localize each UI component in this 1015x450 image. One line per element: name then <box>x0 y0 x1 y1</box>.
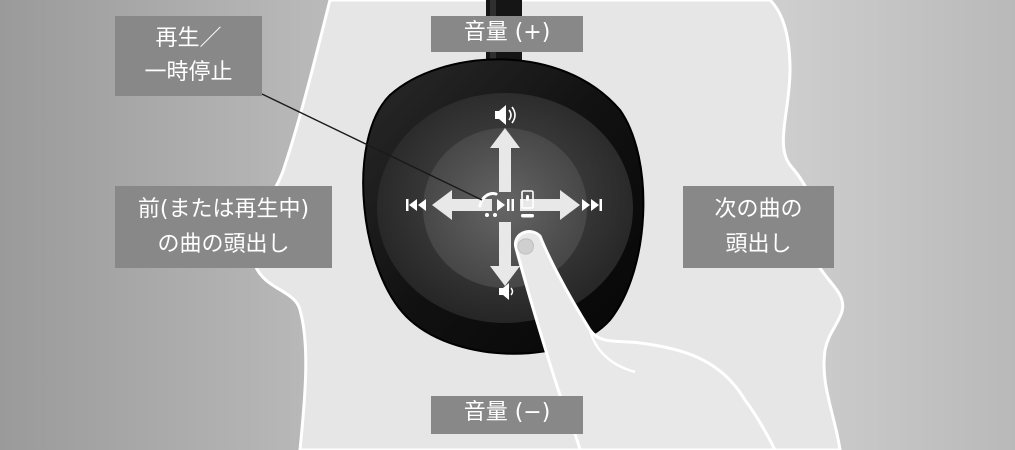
skip-forward-icon <box>582 199 602 211</box>
next-track-label: 次の曲の 頭出し <box>683 186 834 268</box>
arrow-right <box>520 190 580 220</box>
previous-track-label: 前(または再生中) の曲の頭出し <box>115 186 332 268</box>
volume-down-label: 音量 (−) <box>431 396 583 434</box>
previous-track-label-line1: 前(または再生中) <box>137 197 310 222</box>
previous-track-label-line2: の曲の頭出し <box>157 232 290 257</box>
play-pause-icon <box>497 199 514 211</box>
finger-icon <box>513 230 777 450</box>
play-pause-label-line1: 再生／ <box>155 26 222 51</box>
skip-back-icon <box>406 199 426 211</box>
arrow-left <box>432 190 492 220</box>
arrow-up <box>490 128 520 192</box>
speaker-plus-icon <box>495 105 516 125</box>
phone-voice-icon <box>521 190 534 218</box>
volume-up-label-text: 音量 (+) <box>463 20 551 45</box>
volume-up-label: 音量 (+) <box>431 16 583 52</box>
volume-down-label-text: 音量 (−) <box>463 400 551 425</box>
play-pause-label-line2: 一時停止 <box>144 60 233 85</box>
next-track-label-line2: 頭出し <box>725 232 792 257</box>
play-pause-label: 再生／ 一時停止 <box>115 16 262 96</box>
arrow-down <box>490 222 520 286</box>
swipe-arrows <box>432 128 580 286</box>
next-track-label-line1: 次の曲の <box>714 197 803 222</box>
phone-icon <box>478 192 498 217</box>
play-pause-pointer-line <box>261 93 483 201</box>
speaker-minus-icon <box>499 283 514 300</box>
